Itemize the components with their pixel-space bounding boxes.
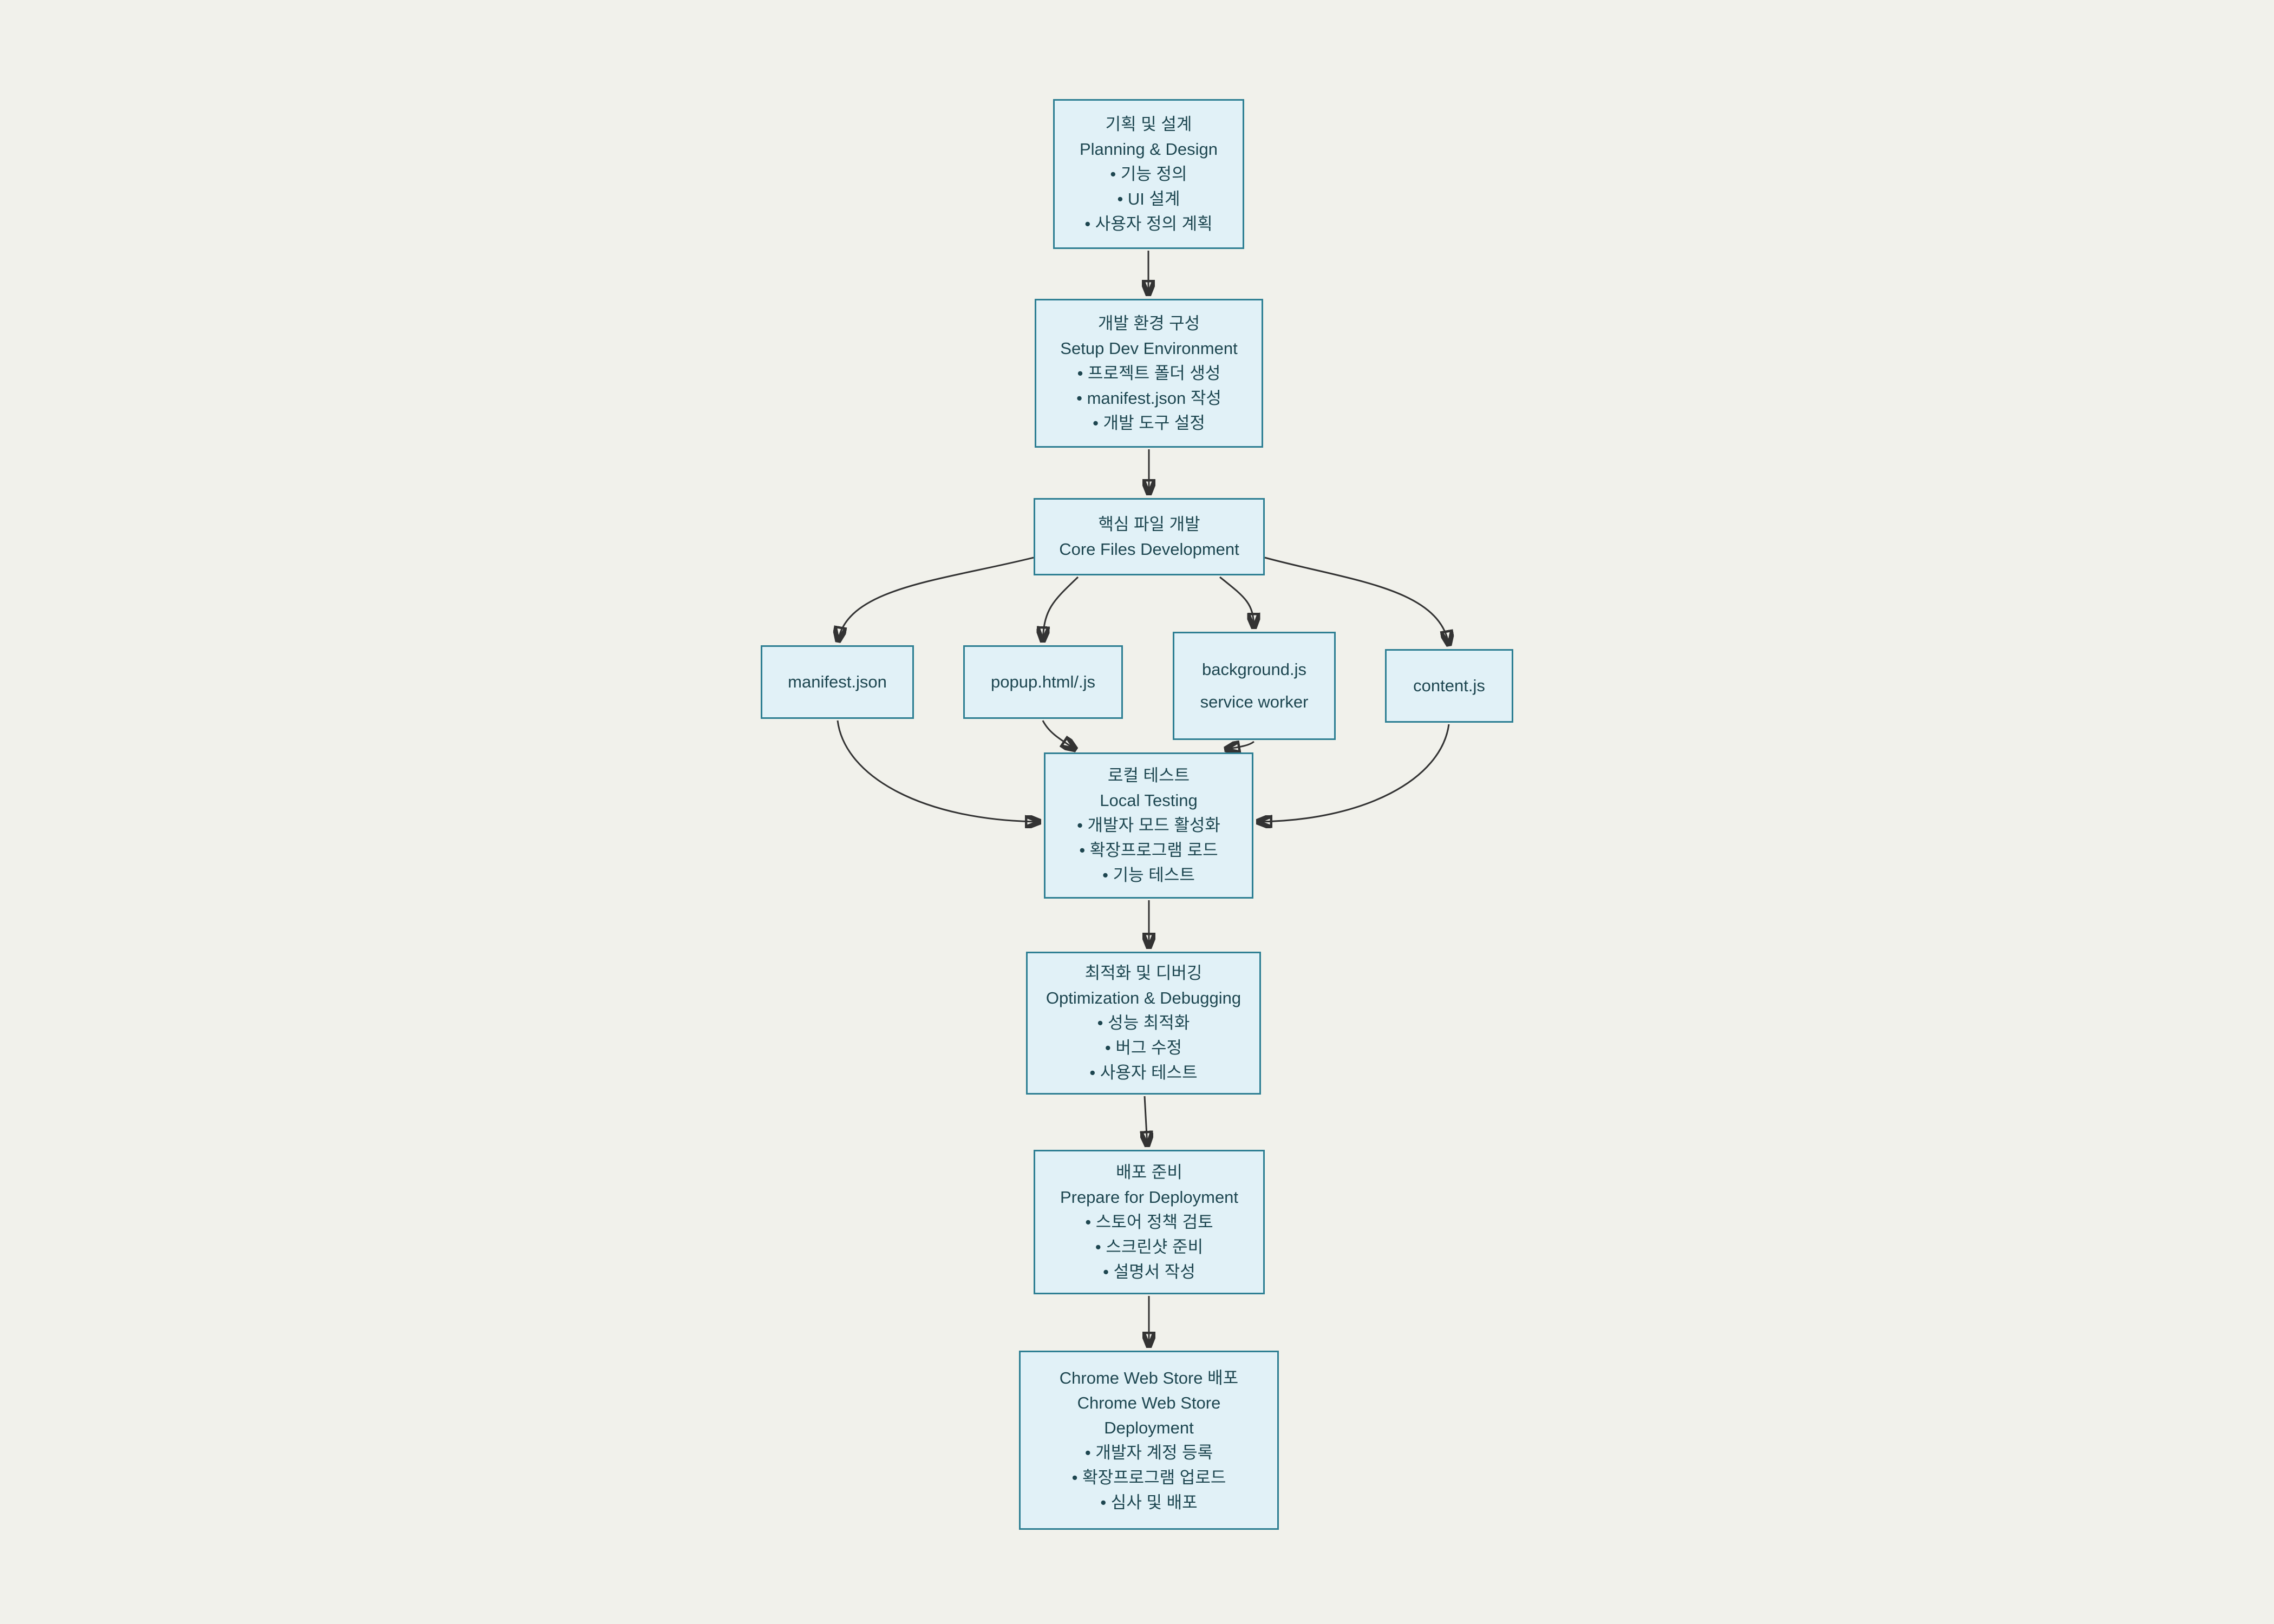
node-line: 개발 환경 구성 — [1097, 313, 1200, 333]
node-line: service worker — [1200, 692, 1309, 711]
node-planning: 기획 및 설계 Planning & Design • 기능 정의 • UI 설… — [1053, 99, 1244, 249]
node-line: • UI 설계 — [1117, 189, 1180, 208]
node-line: • 개발자 모드 활성화 — [1077, 816, 1220, 835]
node-setup-dev-environment: 개발 환경 구성 Setup Dev Environment • 프로젝트 폴더… — [1035, 299, 1263, 448]
node-line: popup.html/.js — [991, 672, 1095, 691]
arrow-core-to-background — [1219, 576, 1254, 627]
node-line: Core Files Development — [1059, 539, 1239, 559]
node-line: • 사용자 테스트 — [1089, 1063, 1198, 1082]
arrow-manifest-to-localtest — [837, 720, 1040, 822]
node-line: 배포 준비 — [1116, 1162, 1182, 1182]
node-popup-html-js: popup.html/.js — [963, 645, 1123, 719]
node-line: Planning & Design — [1079, 139, 1218, 159]
node-line: background.js — [1201, 660, 1306, 679]
node-line: Setup Dev Environment — [1060, 338, 1238, 358]
node-content-js: content.js — [1385, 649, 1513, 723]
node-line: • 설명서 작성 — [1103, 1262, 1195, 1281]
node-line: • 확장프로그램 업로드 — [1071, 1468, 1226, 1487]
node-line: Deployment — [1104, 1418, 1194, 1437]
node-manifest-json: manifest.json — [761, 645, 914, 719]
arrow-content-to-localtest — [1258, 724, 1450, 822]
node-line: • manifest.json 작성 — [1076, 388, 1221, 408]
node-line: • 개발자 계정 등록 — [1084, 1443, 1213, 1462]
node-line: 로컬 테스트 — [1107, 766, 1190, 785]
node-line: 핵심 파일 개발 — [1098, 514, 1200, 534]
node-line: Optimization & Debugging — [1045, 988, 1241, 1007]
node-line: Chrome Web Store 배포 — [1059, 1368, 1239, 1387]
node-line: • 스크린샷 준비 — [1095, 1237, 1204, 1256]
node-line: • 확장프로그램 로드 — [1079, 841, 1218, 860]
node-line: • 개발 도구 설정 — [1093, 413, 1205, 433]
node-line: Local Testing — [1100, 791, 1198, 810]
node-line: • 프로젝트 폴더 생성 — [1077, 363, 1221, 383]
arrow-core-to-popup — [1043, 576, 1079, 641]
node-line: 최적화 및 디버깅 — [1084, 964, 1203, 983]
node-chrome-web-store-deployment: Chrome Web Store 배포 Chrome Web Store Dep… — [1019, 1351, 1279, 1530]
arrow-optimization-to-prepare — [1145, 1096, 1147, 1145]
node-line: • 사용자 정의 계획 — [1084, 214, 1213, 233]
node-prepare-for-deployment: 배포 준비 Prepare for Deployment • 스토어 정책 검토… — [1034, 1150, 1265, 1294]
arrow-core-to-manifest — [838, 556, 1034, 641]
arrow-popup-to-localtest — [1042, 720, 1075, 749]
node-line: • 기능 정의 — [1110, 164, 1187, 184]
node-optimization-debugging: 최적화 및 디버깅 Optimization & Debugging • 성능 … — [1026, 952, 1261, 1095]
node-line: manifest.json — [788, 672, 887, 691]
node-background-service-worker: background.js service worker — [1173, 632, 1336, 740]
node-line: 기획 및 설계 — [1105, 114, 1192, 134]
arrow-background-to-localtest — [1226, 742, 1254, 749]
node-local-testing: 로컬 테스트 Local Testing • 개발자 모드 활성화 • 확장프로… — [1044, 752, 1253, 899]
node-line: • 기능 테스트 — [1102, 866, 1195, 885]
node-core-files-development: 핵심 파일 개발 Core Files Development — [1034, 498, 1265, 575]
node-line: • 성능 최적화 — [1097, 1013, 1190, 1032]
arrow-core-to-content — [1264, 556, 1449, 645]
node-line: • 버그 수정 — [1105, 1038, 1182, 1057]
node-line: Chrome Web Store — [1077, 1393, 1221, 1412]
node-line: • 스토어 정책 검토 — [1085, 1212, 1213, 1232]
node-line: Prepare for Deployment — [1060, 1187, 1239, 1207]
node-line: • 심사 및 배포 — [1100, 1492, 1198, 1512]
node-line: content.js — [1413, 676, 1485, 695]
